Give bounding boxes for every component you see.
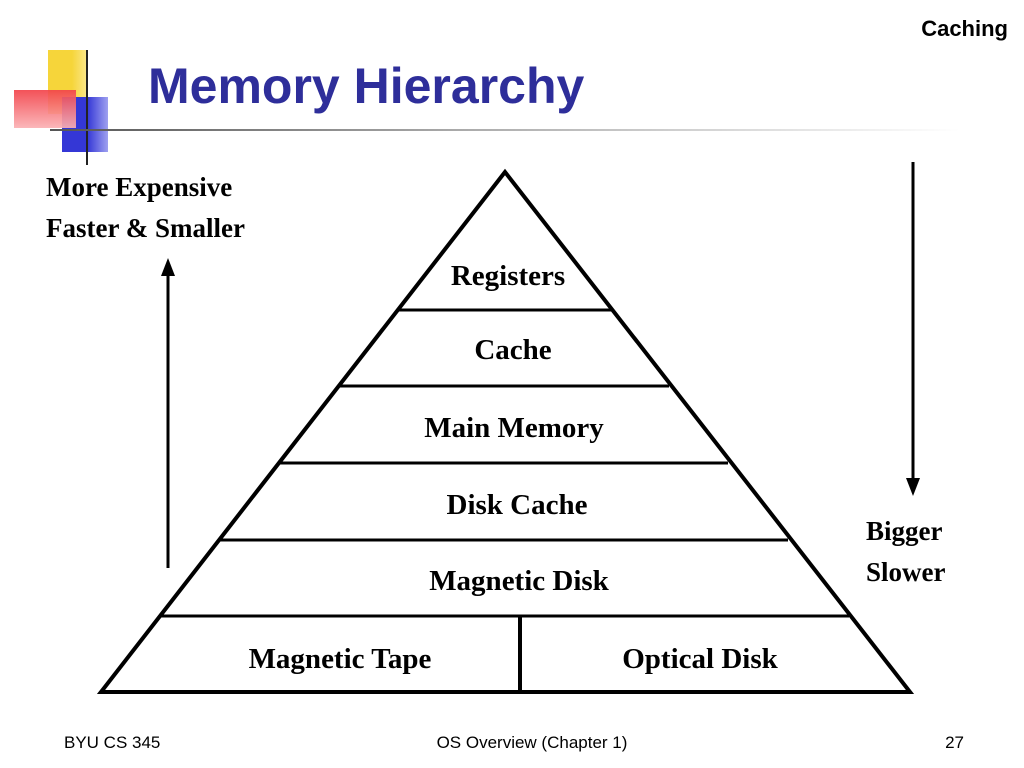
decor-vertical-line xyxy=(86,50,88,165)
level-disk-cache: Disk Cache xyxy=(447,489,588,521)
note-expensive-faster: More Expensive Faster & Smaller xyxy=(46,167,245,249)
note-line: Faster & Smaller xyxy=(46,213,245,243)
level-optical-disk: Optical Disk xyxy=(622,643,778,675)
note-line: Slower xyxy=(866,557,946,587)
footer-course: BYU CS 345 xyxy=(64,733,161,752)
note-line: More Expensive xyxy=(46,172,233,202)
slide-title: Memory Hierarchy xyxy=(148,58,585,114)
section-label: Caching xyxy=(921,16,1008,41)
level-main-memory: Main Memory xyxy=(424,412,604,444)
title-underline xyxy=(50,129,960,131)
level-cache: Cache xyxy=(474,334,551,366)
level-registers: Registers xyxy=(451,260,565,292)
footer-chapter: OS Overview (Chapter 1) xyxy=(436,733,628,752)
level-magnetic-disk: Magnetic Disk xyxy=(429,565,609,597)
up-arrow-head xyxy=(161,258,175,276)
note-bigger-slower: Bigger Slower xyxy=(866,511,945,593)
down-arrow-head xyxy=(906,478,920,496)
pyramid-outline xyxy=(96,168,915,694)
decor-red-square xyxy=(14,90,76,128)
note-line: Bigger xyxy=(866,516,943,546)
footer-page-number: 27 xyxy=(945,733,964,752)
level-magnetic-tape: Magnetic Tape xyxy=(249,643,432,675)
